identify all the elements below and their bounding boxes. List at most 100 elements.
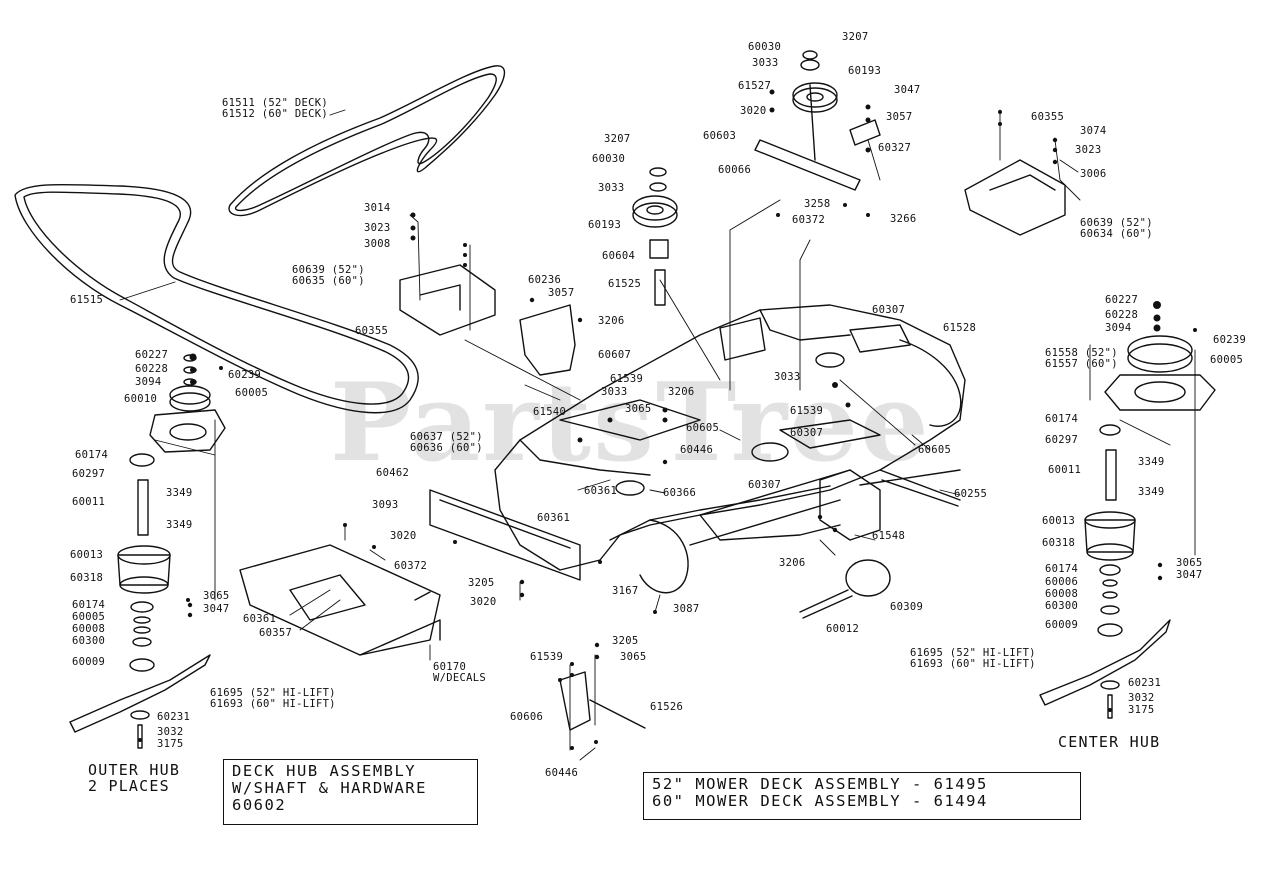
label-60006-center: 60006: [1045, 576, 1079, 588]
label-3006: 3006: [1080, 168, 1107, 180]
discharge-chute-60170: [239, 544, 441, 656]
label-60227-center: 60227: [1105, 294, 1139, 306]
label-3020-mid: 3020: [390, 530, 417, 542]
label-3065-outer: 3065: [203, 590, 230, 602]
label-60637: 60637 (52"): [410, 431, 483, 443]
label-61693-center: 61693 (60" HI-LIFT): [910, 658, 1036, 670]
front-baffle-60462: [429, 489, 581, 581]
label-3175-center: 3175: [1128, 704, 1155, 716]
label-3349-center-a: 3349: [1138, 456, 1165, 468]
label-60603: 60603: [703, 130, 737, 142]
label-60462: 60462: [376, 467, 410, 479]
label-60013-center: 60013: [1042, 515, 1076, 527]
label-60635-left: 60635 (60"): [292, 275, 365, 287]
label-60639-left: 60639 (52"): [292, 264, 365, 276]
label-60013-outer: 60013: [70, 549, 104, 561]
label-3206-mid: 3206: [668, 386, 695, 398]
label-3167: 3167: [612, 585, 639, 597]
label-60307-a: 60307: [872, 304, 906, 316]
label-60193-mid: 60193: [588, 219, 622, 231]
label-3258: 3258: [804, 198, 831, 210]
label-60012: 60012: [826, 623, 860, 635]
label-60639-right: 60639 (52"): [1080, 217, 1153, 229]
center-hub-caption: CENTER HUB: [1058, 733, 1161, 751]
label-60605-right: 60605: [918, 444, 952, 456]
pulley-upper-60193: [792, 50, 838, 113]
label-60372-upper: 60372: [792, 214, 826, 226]
label-60174-outer-b: 60174: [72, 599, 106, 611]
label-60606: 60606: [510, 711, 544, 723]
label-60355-left: 60355: [355, 325, 389, 337]
label-3033-mid2: 3033: [601, 386, 628, 398]
deck-hub-assembly-box: DECK HUB ASSEMBLY W/SHAFT & HARDWARE 606…: [223, 759, 478, 825]
label-3057-upper: 3057: [886, 111, 913, 123]
label-3033-deck: 3033: [774, 371, 801, 383]
label-3087: 3087: [673, 603, 700, 615]
label-3057-mid: 3057: [548, 287, 575, 299]
label-3047-outer: 3047: [203, 603, 230, 615]
label-3094-center: 3094: [1105, 322, 1132, 334]
label-60008-outer: 60008: [72, 623, 106, 635]
label-3047-center: 3047: [1176, 569, 1203, 581]
label-60297-outer: 60297: [72, 468, 106, 480]
label-60255: 60255: [954, 488, 988, 500]
label-60605-mid: 60605: [686, 422, 720, 434]
label-3094-outer: 3094: [135, 376, 162, 388]
label-60005-center: 60005: [1210, 354, 1244, 366]
label-60309: 60309: [890, 601, 924, 613]
label-3033-upper: 3033: [752, 57, 779, 69]
label-60011-center: 60011: [1048, 464, 1082, 476]
label-3020-lower: 3020: [470, 596, 497, 608]
label-3020-upper: 3020: [740, 105, 767, 117]
label-60634-right: 60634 (60"): [1080, 228, 1153, 240]
label-60008-center: 60008: [1045, 588, 1079, 600]
label-3065-lower: 3065: [620, 651, 647, 663]
label-3065-center: 3065: [1176, 557, 1203, 569]
label-60174-outer-a: 60174: [75, 449, 109, 461]
label-60066: 60066: [718, 164, 752, 176]
pulley-outer-60010: [149, 354, 226, 453]
label-3032-outer: 3032: [157, 726, 184, 738]
deck-hub-title-line1: DECK HUB ASSEMBLY: [232, 762, 417, 780]
label-3032-center: 3032: [1128, 692, 1155, 704]
belt-shield-left: [399, 264, 496, 336]
label-61540: 61540: [533, 406, 567, 418]
label-60009-outer: 60009: [72, 656, 106, 668]
label-60228-center: 60228: [1105, 309, 1139, 321]
label-60030-mid: 60030: [592, 153, 626, 165]
label-3175-outer: 3175: [157, 738, 184, 750]
label-60231-outer: 60231: [157, 711, 191, 723]
label-61693-outer: 61693 (60" HI-LIFT): [210, 698, 336, 710]
idler-arm-60603: [754, 84, 881, 191]
label-60010: 60010: [124, 393, 158, 405]
label-3207-upper: 3207: [842, 31, 869, 43]
label-60607: 60607: [598, 349, 632, 361]
leader-lines: [119, 109, 1196, 761]
label-60300-outer: 60300: [72, 635, 106, 647]
label-60236: 60236: [528, 274, 562, 286]
label-60300-center: 60300: [1045, 600, 1079, 612]
label-60361-a: 60361: [584, 485, 618, 497]
side-rail: [689, 469, 961, 546]
label-3014: 3014: [364, 202, 391, 214]
label-60239-outer: 60239: [228, 369, 262, 381]
label-60361-chute: 60361: [243, 613, 277, 625]
bracket-60606: [559, 671, 646, 731]
label-60327: 60327: [878, 142, 912, 154]
pulley-middle-60193: [632, 167, 678, 306]
label-60604: 60604: [602, 250, 636, 262]
label-60011-outer: 60011: [72, 496, 106, 508]
label-3349-outer-b: 3349: [166, 519, 193, 531]
label-61525: 61525: [608, 278, 642, 290]
label-61539-deck: 61539: [790, 405, 824, 417]
label-60636: 60636 (60"): [410, 442, 483, 454]
label-60355-right: 60355: [1031, 111, 1065, 123]
label-61512: 61512 (60" DECK): [222, 108, 328, 120]
label-61526: 61526: [650, 701, 684, 713]
mower-deck-shell: [494, 304, 966, 594]
label-3074: 3074: [1080, 125, 1107, 137]
label-60318-center: 60318: [1042, 537, 1076, 549]
label-3033-mid: 3033: [598, 182, 625, 194]
label-w-decals: W/DECALS: [433, 672, 486, 684]
